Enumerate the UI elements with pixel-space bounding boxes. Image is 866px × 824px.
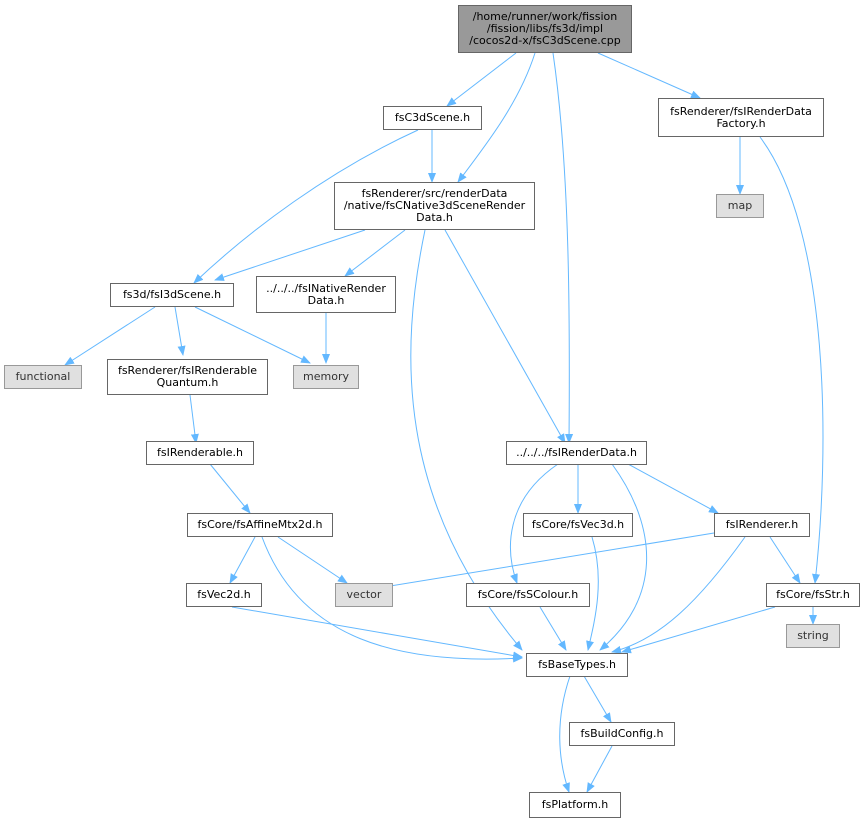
edge-native-to-fsi3dscene [214, 229, 366, 281]
node-label-line: fsIRenderer.h [725, 518, 799, 531]
node-label-line: memory [303, 370, 349, 383]
edge-fsstr-to-basetypes [621, 606, 776, 654]
edge-native-to-inative-render [344, 229, 406, 277]
node-label-line: fsPlatform.h [541, 798, 609, 811]
edge-affine-to-vec2d [229, 536, 256, 584]
node-functional-system: functional [4, 365, 82, 389]
edge-affine-to-vector [277, 536, 348, 584]
edge-vec3d-to-basetypes [586, 536, 599, 651]
node-irenderer-header[interactable]: fsIRenderer.h [714, 513, 810, 537]
node-vector-system: vector [335, 583, 393, 607]
node-label-line: fsC3dScene.h [394, 111, 471, 124]
edge-fsi3dscene-to-quantum [174, 306, 186, 356]
node-label-line: Quantum.h [156, 376, 219, 389]
node-map-system: map [716, 194, 764, 218]
edge-scolour-to-basetypes [539, 606, 567, 651]
edge-fsi3dscene-to-memory [194, 306, 311, 364]
node-fsi3dscene-header[interactable]: fs3d/fsI3dScene.h [110, 283, 234, 307]
node-label-line: fs3d/fsI3dScene.h [122, 288, 222, 301]
node-scolour-header[interactable]: fsCore/fsSColour.h [466, 583, 590, 607]
node-irenderable-header[interactable]: fsIRenderable.h [146, 441, 254, 465]
node-label-line: ../../../fsINativeRender [266, 281, 386, 295]
edge-fsi3dscene-to-functional [64, 306, 156, 366]
node-basetypes-header[interactable]: fsBaseTypes.h [526, 653, 628, 677]
node-inative-render-data-header[interactable]: ../../../fsINativeRender Data.h [256, 276, 396, 313]
node-label-line: /cocos2d-x/fsC3dScene.cpp [469, 34, 621, 47]
node-affine-mtx2d-header[interactable]: fsCore/fsAffineMtx2d.h [187, 513, 333, 537]
node-label-line: Factory.h [716, 116, 766, 130]
node-label-line: fsRenderer/fsIRenderable [117, 364, 258, 377]
node-label-line: ../../../fsIRenderData.h [516, 446, 637, 459]
edge-root-to-fsc3dscene [446, 52, 517, 107]
node-label-line: vector [346, 588, 382, 601]
edge-irenderer-to-vector [365, 532, 715, 593]
node-label-line: fsRenderer/fsIRenderData [670, 104, 812, 118]
edge-irenderer-to-fsstr [769, 536, 801, 584]
node-label-line: map [727, 199, 753, 212]
edge-basetypes-to-buildconfig [583, 675, 612, 723]
node-vec3d-header[interactable]: fsCore/fsVec3d.h [523, 513, 633, 537]
node-render-data-factory-header[interactable]: fsRenderer/fsIRenderData Factory.h [658, 98, 824, 137]
node-label-line: Data.h [416, 211, 453, 224]
edge-irender-data-to-irenderer [627, 463, 719, 514]
node-native-render-data-header[interactable]: fsRenderer/src/renderData /native/fsCNat… [334, 182, 535, 230]
edge-quantum-to-irenderable [189, 394, 199, 444]
edge-irender-data-to-scolour [510, 463, 559, 584]
node-fsstr-header[interactable]: fsCore/fsStr.h [766, 583, 860, 607]
node-label-line: fsRenderer/src/renderData [361, 187, 508, 200]
edge-irender-data-to-basetypes [599, 463, 647, 651]
node-irender-data-header[interactable]: ../../../fsIRenderData.h [506, 441, 647, 465]
node-label-line: fsCore/fsAffineMtx2d.h [197, 518, 323, 531]
node-label-line: fsCore/fsSColour.h [477, 588, 579, 601]
node-label-line: /fission/libs/fs3d/impl [486, 22, 604, 35]
node-label-line: fsCore/fsStr.h [776, 588, 850, 601]
edge-native-to-irender-data [444, 229, 566, 444]
edge-basetypes-to-platform [559, 675, 571, 793]
node-root-source: /home/runner/work/fission /fission/libs/… [458, 5, 632, 53]
node-label-line: string [797, 629, 829, 642]
node-renderable-quantum-header[interactable]: fsRenderer/fsIRenderable Quantum.h [107, 359, 268, 395]
edge-buildconfig-to-platform [586, 745, 613, 793]
edge-factory-to-fsstr [759, 136, 824, 584]
node-label-line: fsBaseTypes.h [538, 658, 616, 671]
edge-root-to-render-data-factory [597, 52, 701, 99]
edge-irenderable-to-affine [209, 463, 251, 514]
node-label-line: Data.h [307, 293, 345, 307]
node-platform-header[interactable]: fsPlatform.h [529, 792, 621, 818]
node-label-line: fsCore/fsVec3d.h [531, 518, 625, 531]
node-string-system: string [786, 624, 840, 648]
node-memory-system: memory [293, 365, 359, 389]
node-label-line: functional [15, 370, 71, 383]
node-label-line: /native/fsCNative3dSceneRender [343, 199, 526, 212]
edge-root-to-native-render-data [457, 52, 536, 183]
edge-irenderer-to-basetypes [611, 536, 746, 654]
node-label-line: /home/runner/work/fission [472, 10, 618, 23]
edge-affine-to-basetypes [261, 536, 523, 663]
node-buildconfig-header[interactable]: fsBuildConfig.h [569, 722, 675, 746]
edge-vec2d-to-basetypes [231, 606, 523, 660]
edge-fsc3dscene-to-fsi3dscene [193, 129, 419, 284]
node-label-line: fsVec2d.h [197, 588, 251, 601]
node-label-line: fsIRenderable.h [156, 446, 244, 459]
edge-root-to-irender-data [552, 52, 574, 444]
node-vec2d-header[interactable]: fsVec2d.h [186, 583, 262, 607]
node-label-line: fsBuildConfig.h [580, 727, 664, 740]
node-fsc3dscene-header[interactable]: fsC3dScene.h [383, 106, 482, 130]
